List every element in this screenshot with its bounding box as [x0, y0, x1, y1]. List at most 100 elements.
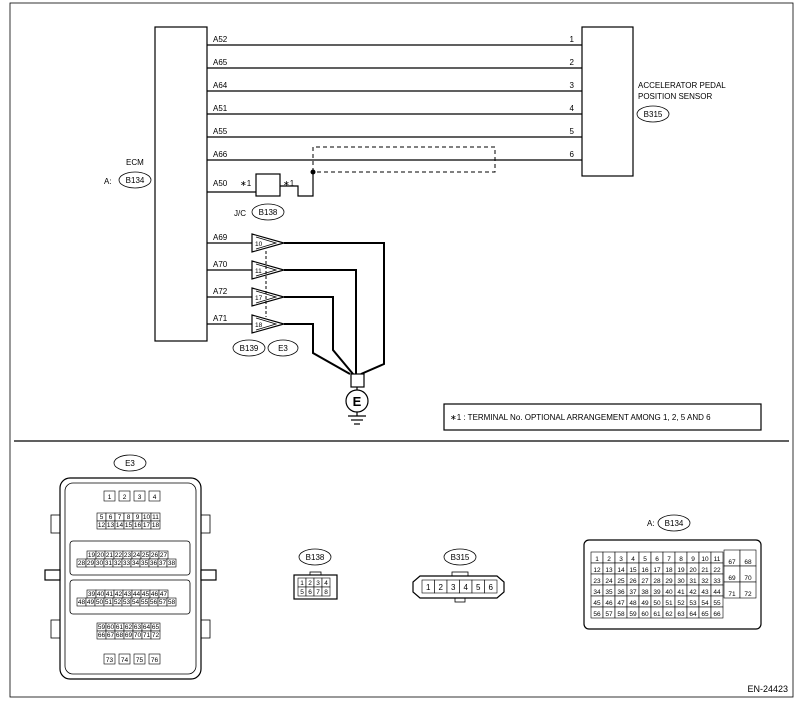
b134-connector-badge [657, 514, 691, 532]
b134-pin-number: 49 [641, 600, 649, 607]
b134-pin-number: 5 [643, 556, 647, 563]
b134-pin-number: 64 [689, 611, 697, 618]
b134-pin-number: 11 [714, 556, 721, 563]
b134-pin-number: 13 [605, 567, 613, 574]
ground-ecm-pin-label: A72 [213, 287, 228, 296]
sensor-name-line1: ACCELERATOR PEDAL [638, 81, 726, 90]
b134-pin-number: 4 [631, 556, 635, 563]
b315-connector-badge [443, 548, 477, 566]
jc-mark-left: ∗1 [240, 179, 252, 188]
ecm-pin-label: A55 [213, 127, 228, 136]
b134-pin-number: 23 [593, 578, 601, 585]
b134-pin-number: 12 [593, 567, 601, 574]
b134-pin-number: 57 [605, 611, 613, 618]
b134-pin-number: 6 [655, 556, 659, 563]
b138-pin-number: 2 [308, 580, 312, 587]
e3-pin-number: 6 [109, 514, 113, 521]
b138-pin-number: 4 [324, 580, 328, 587]
b134-side-pin-cell [739, 581, 757, 599]
ground-connector-badge-1 [232, 339, 266, 357]
e3-pin-number: 23 [124, 552, 132, 559]
b315-pin-number: 6 [489, 583, 494, 592]
e3-mid-recess-2 [69, 579, 191, 615]
b134-side-pin-number: 69 [728, 575, 736, 582]
ground-connector-badge-2 [267, 339, 299, 357]
e3-pin-number: 18 [152, 522, 160, 529]
e3-pin-number: 70 [134, 632, 142, 639]
b134-pin-number: 48 [629, 600, 637, 607]
b134-side-pin-number: 67 [728, 559, 736, 566]
b134-pin-number: 50 [653, 600, 661, 607]
b134-pin-number: 10 [701, 556, 709, 563]
b134-pin-number: 43 [701, 589, 709, 596]
e3-pin-number: 40 [97, 591, 105, 598]
e3-pin-number: 36 [150, 560, 158, 567]
e3-pin-number: 9 [136, 514, 140, 521]
e3-pin-number: 2 [123, 494, 127, 501]
b138-lock [309, 571, 322, 576]
b315-pin-cell [484, 579, 498, 594]
e3-pin-number: 22 [115, 552, 123, 559]
b134-side-pin-number: 70 [744, 575, 752, 582]
e3-pin-number: 21 [106, 552, 114, 559]
note-text: ∗1 : TERMINAL No. OPTIONAL ARRANGEMENT A… [450, 413, 711, 422]
e3-pin-cell [166, 558, 177, 568]
e3-latch-left [44, 569, 61, 581]
e3-pin-number: 27 [160, 552, 168, 559]
e3-pin-number: 56 [150, 599, 158, 606]
e3-pin-cell [150, 630, 161, 640]
jc-label: J/C [234, 209, 246, 218]
b134-pin-cell [710, 606, 724, 619]
e3-tab-left-top [50, 514, 61, 534]
e3-pin-number: 62 [125, 624, 133, 631]
e3-housing-inner [64, 482, 197, 675]
ground-terminal [350, 373, 365, 388]
e3-pin-number: 16 [134, 522, 142, 529]
b134-pin-number: 35 [605, 589, 613, 596]
sensor-name-line2: POSITION SENSOR [638, 92, 712, 101]
b138-pin-number: 8 [324, 589, 328, 596]
b134-pin-number: 46 [605, 600, 613, 607]
sensor-pin-label: 2 [570, 58, 575, 67]
e3-pin-number: 73 [106, 657, 114, 664]
e3-pin-cell [166, 597, 177, 607]
b134-pin-number: 17 [653, 567, 661, 574]
e3-pin-number: 58 [168, 599, 176, 606]
b315-pin-number: 3 [451, 583, 456, 592]
sensor-pin-label: 5 [570, 127, 575, 136]
b134-pin-number: 38 [641, 589, 649, 596]
e3-latch-right [200, 569, 217, 581]
e3-tab-left-bottom [50, 619, 61, 639]
diagram-frame [9, 2, 794, 698]
ground-symbol-letter: E [353, 394, 362, 409]
e3-housing-outer [59, 477, 202, 680]
e3-pin-number: 42 [115, 591, 123, 598]
b134-pin-number: 56 [593, 611, 601, 618]
e3-pin-number: 32 [114, 560, 122, 567]
e3-pin-number: 19 [88, 552, 96, 559]
b134-pin-number: 22 [713, 567, 721, 574]
e3-pin-number: 37 [159, 560, 167, 567]
ground-return-18 [284, 323, 351, 375]
e3-pin-number: 29 [87, 560, 95, 567]
shield-junction-dot [310, 169, 316, 175]
ecm-pin-label: A64 [213, 81, 228, 90]
b134-pin-number: 53 [689, 600, 697, 607]
e3-pin-number: 14 [116, 522, 124, 529]
e3-pin-number: 33 [123, 560, 131, 567]
sensor-pin-label: 3 [570, 81, 575, 90]
sensor-connector-id: B315 [644, 110, 663, 119]
e3-pin-number: 17 [143, 522, 151, 529]
ground-terminal-arrow-inner [255, 290, 278, 304]
ground-terminal-arrow-inner [255, 236, 278, 250]
b315-lock [451, 571, 469, 577]
b134-pin-number: 31 [689, 578, 697, 585]
e3-pin-number: 59 [98, 624, 106, 631]
ecm-block [154, 26, 208, 342]
e3-pin-number: 3 [138, 494, 142, 501]
document-id: EN-24423 [747, 684, 788, 694]
